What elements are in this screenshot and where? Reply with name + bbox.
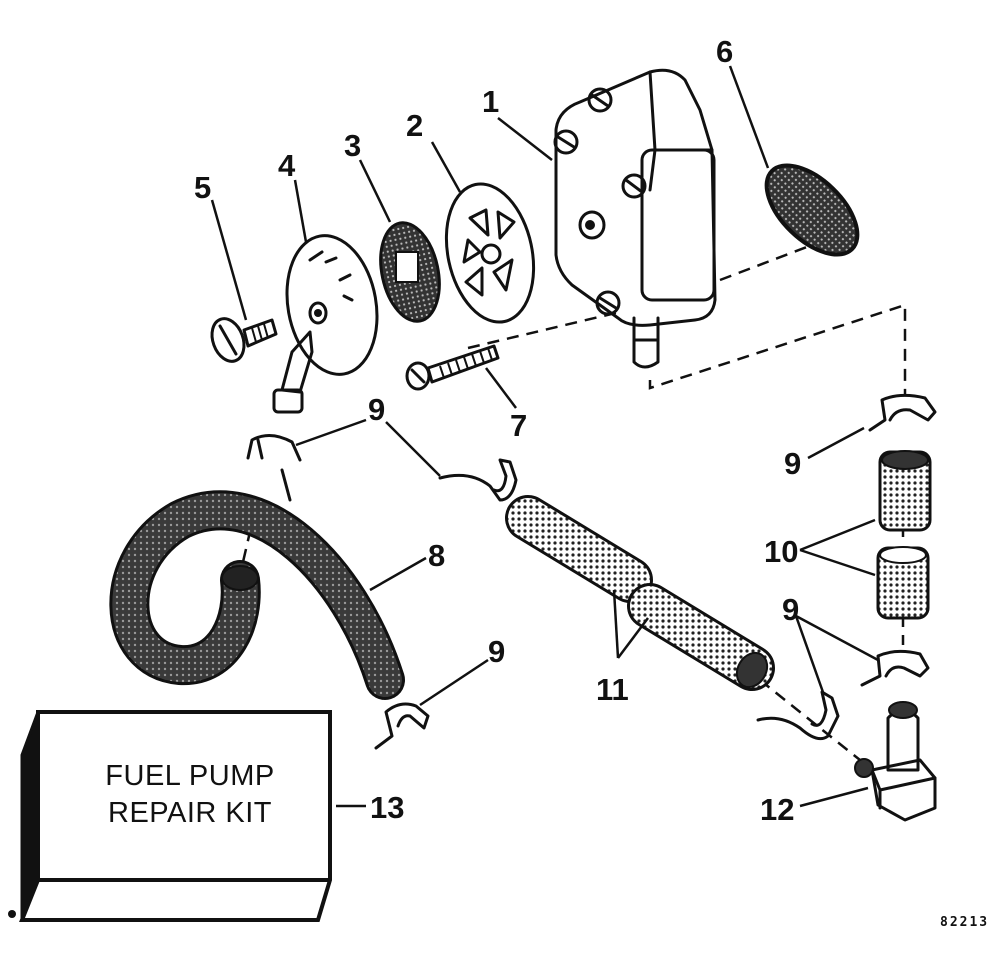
fuel-fitting (854, 701, 937, 822)
short-hose-upper (878, 450, 932, 532)
fuel-hose (109, 490, 405, 700)
kit-label-line1: FUEL PUMP (105, 760, 274, 792)
leader-lines (210, 65, 879, 808)
filter-cover (272, 234, 379, 414)
callout-11: 11 (596, 672, 629, 707)
callout-4: 4 (278, 148, 296, 183)
short-hoses (876, 450, 932, 620)
clamp-bottom-right (756, 690, 840, 741)
clamp-center (438, 458, 518, 502)
callout-6: 6 (716, 34, 733, 69)
callout-9-right-lower: 9 (782, 592, 799, 627)
clamp-upper-left (246, 434, 302, 502)
fuel-pump-body (553, 68, 717, 369)
kit-label-line2: REPAIR KIT (108, 797, 272, 829)
callout-12: 12 (760, 792, 794, 827)
repair-kit-box: FUEL PUMP REPAIR KIT (8, 710, 332, 922)
assembly-guide-lines (238, 243, 907, 761)
callout-9-bottom-left: 9 (488, 634, 505, 669)
clamp-right-lower (860, 649, 930, 687)
filter-element (764, 163, 860, 257)
straight-hoses (505, 495, 775, 691)
callout-5: 5 (194, 170, 211, 205)
long-screw (405, 344, 500, 391)
pump-screen (379, 221, 441, 323)
clamp-right-upper (868, 393, 937, 432)
valve-plate (444, 182, 536, 324)
clamp-bottom-left (374, 702, 430, 750)
catalog-number: 82213 (940, 915, 989, 930)
callout-9-upper-left: 9 (368, 392, 385, 427)
callout-numbers: 1 2 3 4 5 6 7 8 9 9 10 9 11 9 12 13 (194, 34, 801, 827)
callout-8: 8 (428, 538, 445, 573)
callout-9-right-upper: 9 (784, 446, 801, 481)
callout-13: 13 (370, 790, 404, 825)
callout-7: 7 (510, 408, 527, 443)
cover-screw (210, 317, 278, 363)
short-hose-lower (876, 546, 930, 620)
callout-1: 1 (482, 84, 499, 119)
callout-2: 2 (406, 108, 423, 143)
hose-clamps (246, 393, 937, 750)
callout-10: 10 (764, 534, 798, 569)
callout-3: 3 (344, 128, 361, 163)
